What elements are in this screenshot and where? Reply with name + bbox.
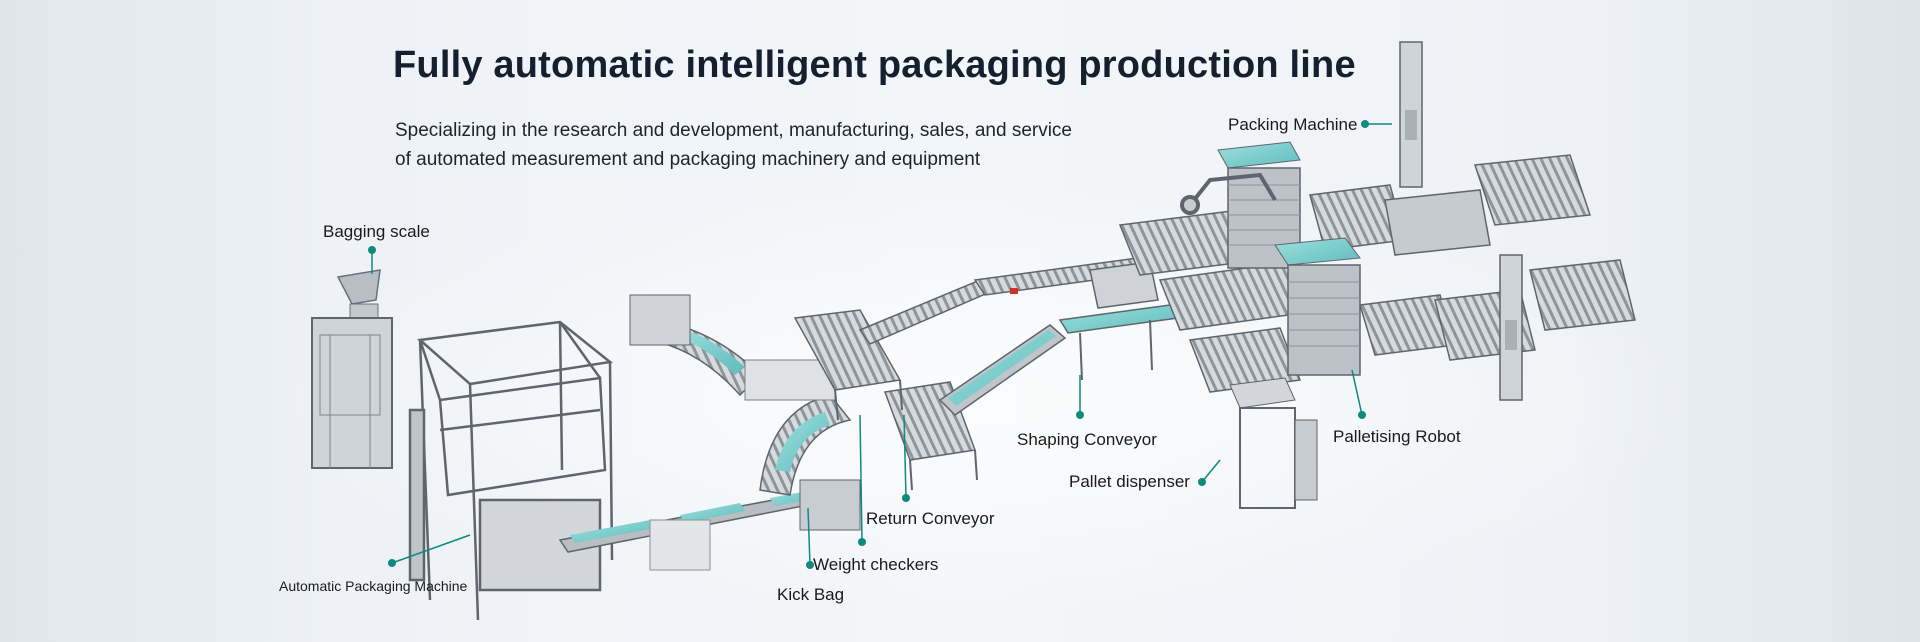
incline-conveyor — [858, 254, 1170, 416]
page-title: Fully automatic intelligent packaging pr… — [393, 44, 1356, 86]
page-subtitle: Specializing in the research and develop… — [395, 116, 1135, 174]
label-bagging-scale: Bagging scale — [323, 222, 430, 241]
marker-shaping-conveyor — [1076, 411, 1084, 419]
label-kick-bag: Kick Bag — [777, 585, 845, 604]
palletising-robot-arm — [1180, 172, 1277, 215]
marker-automatic-packaging-machine — [388, 559, 396, 567]
label-weight-checkers: Weight checkers — [813, 555, 939, 574]
subtitle-line-1: Specializing in the research and develop… — [395, 120, 1072, 141]
marker-bagging-scale — [368, 246, 376, 254]
pallet-dispenser-machine — [1229, 377, 1318, 509]
label-palletising-robot: Palletising Robot — [1333, 427, 1461, 446]
marker-pallet-dispenser — [1198, 478, 1206, 486]
bagging-scale-machine — [311, 269, 393, 469]
marker-kick-bag — [806, 561, 814, 569]
pallet-stacks — [1217, 141, 1361, 376]
label-packing-machine: Packing Machine — [1228, 115, 1358, 134]
subtitle-line-2: of automated measurement and packaging m… — [395, 149, 981, 170]
lower-conveyor — [558, 479, 861, 571]
label-automatic-packaging-machine: Automatic Packaging Machine — [279, 578, 468, 594]
marker-palletising-robot — [1358, 411, 1366, 419]
label-shaping-conveyor: Shaping Conveyor — [1017, 430, 1157, 449]
label-return-conveyor: Return Conveyor — [866, 509, 995, 528]
callout-lines — [371, 123, 1392, 566]
marker-return-conveyor — [902, 494, 910, 502]
marker-packing-machine — [1361, 120, 1369, 128]
label-pallet-dispenser: Pallet dispenser — [1069, 472, 1190, 491]
marker-weight-checkers — [858, 538, 866, 546]
packing-machine-tower — [1399, 41, 1523, 401]
